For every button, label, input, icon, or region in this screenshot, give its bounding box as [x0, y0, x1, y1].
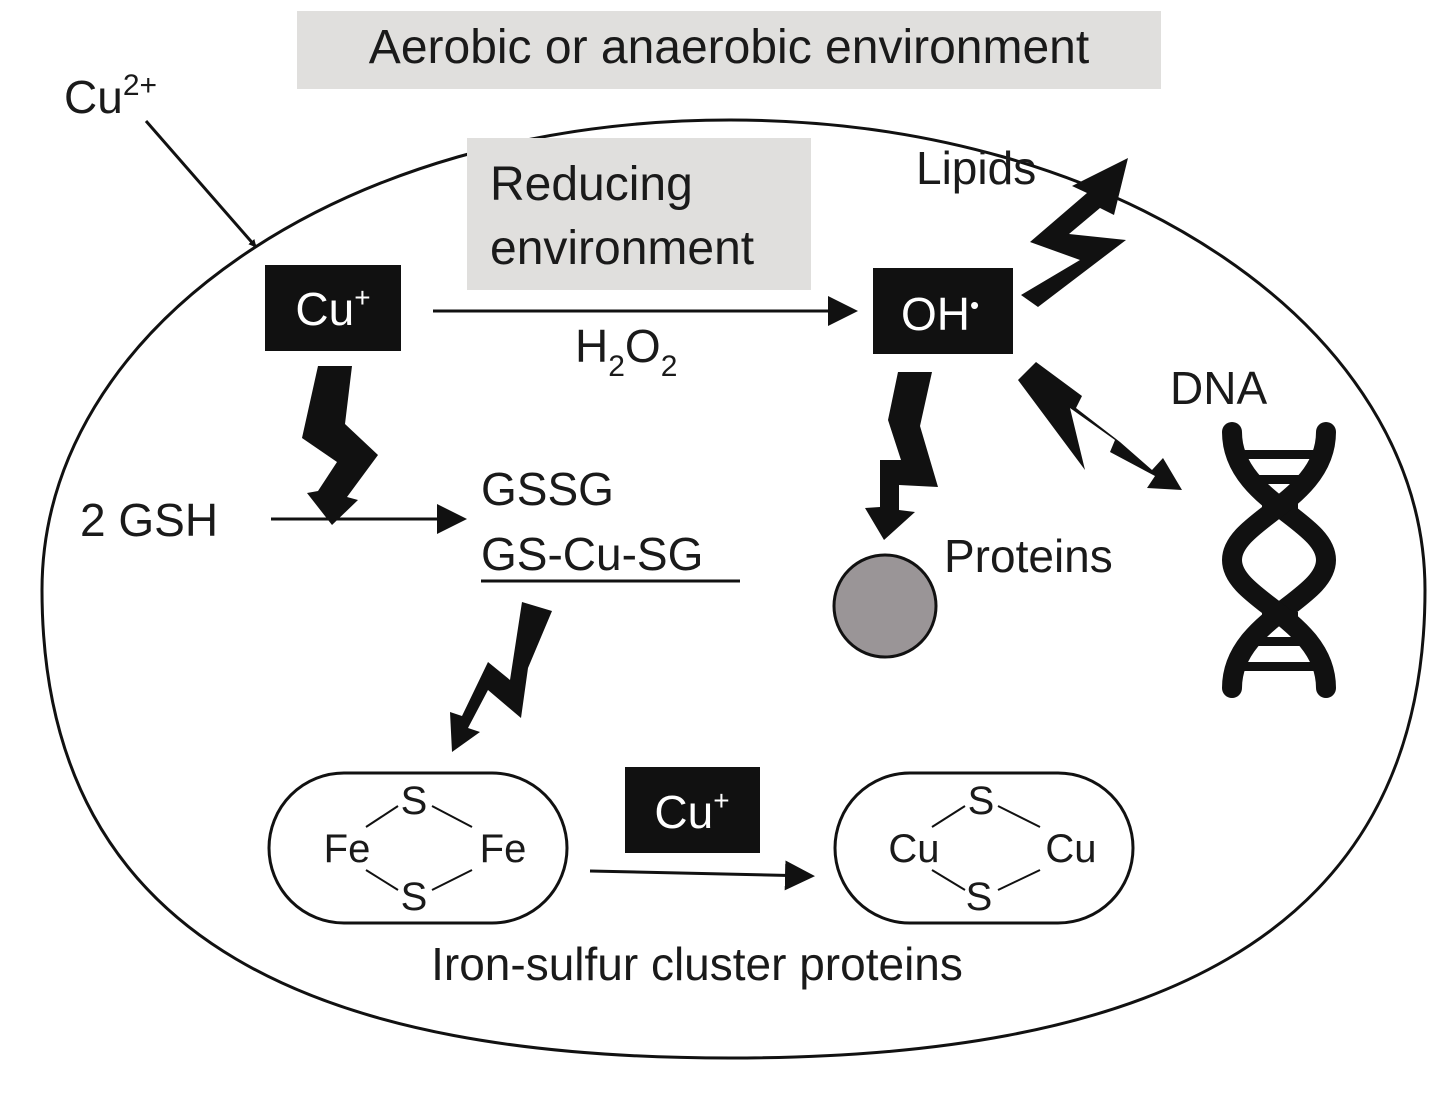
fe-s-bottom-sulfur: S — [401, 875, 428, 919]
fe-s-left-iron: Fe — [324, 827, 371, 871]
cluster-displacement-arrow — [589, 860, 815, 891]
lightning-complex-to-cluster-icon — [450, 602, 552, 752]
environment-label: Aerobic or anaerobic environment — [369, 21, 1089, 74]
environment-box — [297, 11, 1161, 89]
lightning-oh-to-lipids-icon — [1021, 158, 1128, 307]
cu-s-top-sulfur: S — [968, 779, 995, 823]
cu1-displacement-box — [625, 767, 760, 853]
cu2-label: Cu2+ — [64, 69, 157, 123]
proteins-label: Proteins — [944, 530, 1113, 582]
cluster-caption: Iron-sulfur cluster proteins — [431, 938, 963, 990]
cu1-box — [265, 265, 401, 351]
fe-s-bonds — [365, 805, 473, 891]
gssg-label: GSSG — [481, 463, 614, 515]
cu-s-bottom-sulfur: S — [966, 875, 993, 919]
dna-helix-icon — [1221, 422, 1337, 698]
cu1-displacement-label: Cu+ — [654, 785, 729, 838]
iron-sulfur-cluster-capsule — [267, 771, 569, 925]
hydroxyl-radical-box — [873, 268, 1013, 354]
cu-s-left-copper: Cu — [888, 827, 939, 871]
copper-sulfur-cluster-capsule — [833, 771, 1135, 925]
dna-label: DNA — [1170, 362, 1267, 414]
h2o2-label: H2O2 — [575, 320, 677, 383]
cu-s-bonds — [931, 805, 1041, 891]
protein-icon — [832, 553, 938, 659]
reducing-environment-box — [467, 138, 811, 290]
lightning-oh-to-proteins-icon — [865, 372, 938, 540]
cell-membrane — [40, 118, 1427, 1060]
reducing-label-line1: Reducing — [490, 158, 693, 211]
cu2-uptake-arrow — [144, 120, 258, 248]
gs-cu-sg-label: GS-Cu-SG — [481, 528, 703, 580]
lightning-oh-to-dna-icon — [1018, 362, 1182, 490]
fe-s-right-iron: Fe — [480, 827, 527, 871]
reducing-label-line2: environment — [490, 222, 754, 275]
cu1-label: Cu+ — [295, 282, 370, 335]
cu-s-right-copper: Cu — [1045, 827, 1096, 871]
fe-s-top-sulfur: S — [401, 779, 428, 823]
hydroxyl-radical-label: OH• — [901, 288, 979, 340]
gsh-label: 2 GSH — [80, 494, 218, 546]
lipids-label: Lipids — [916, 142, 1036, 194]
lightning-cu-to-gsh-icon — [302, 366, 378, 525]
